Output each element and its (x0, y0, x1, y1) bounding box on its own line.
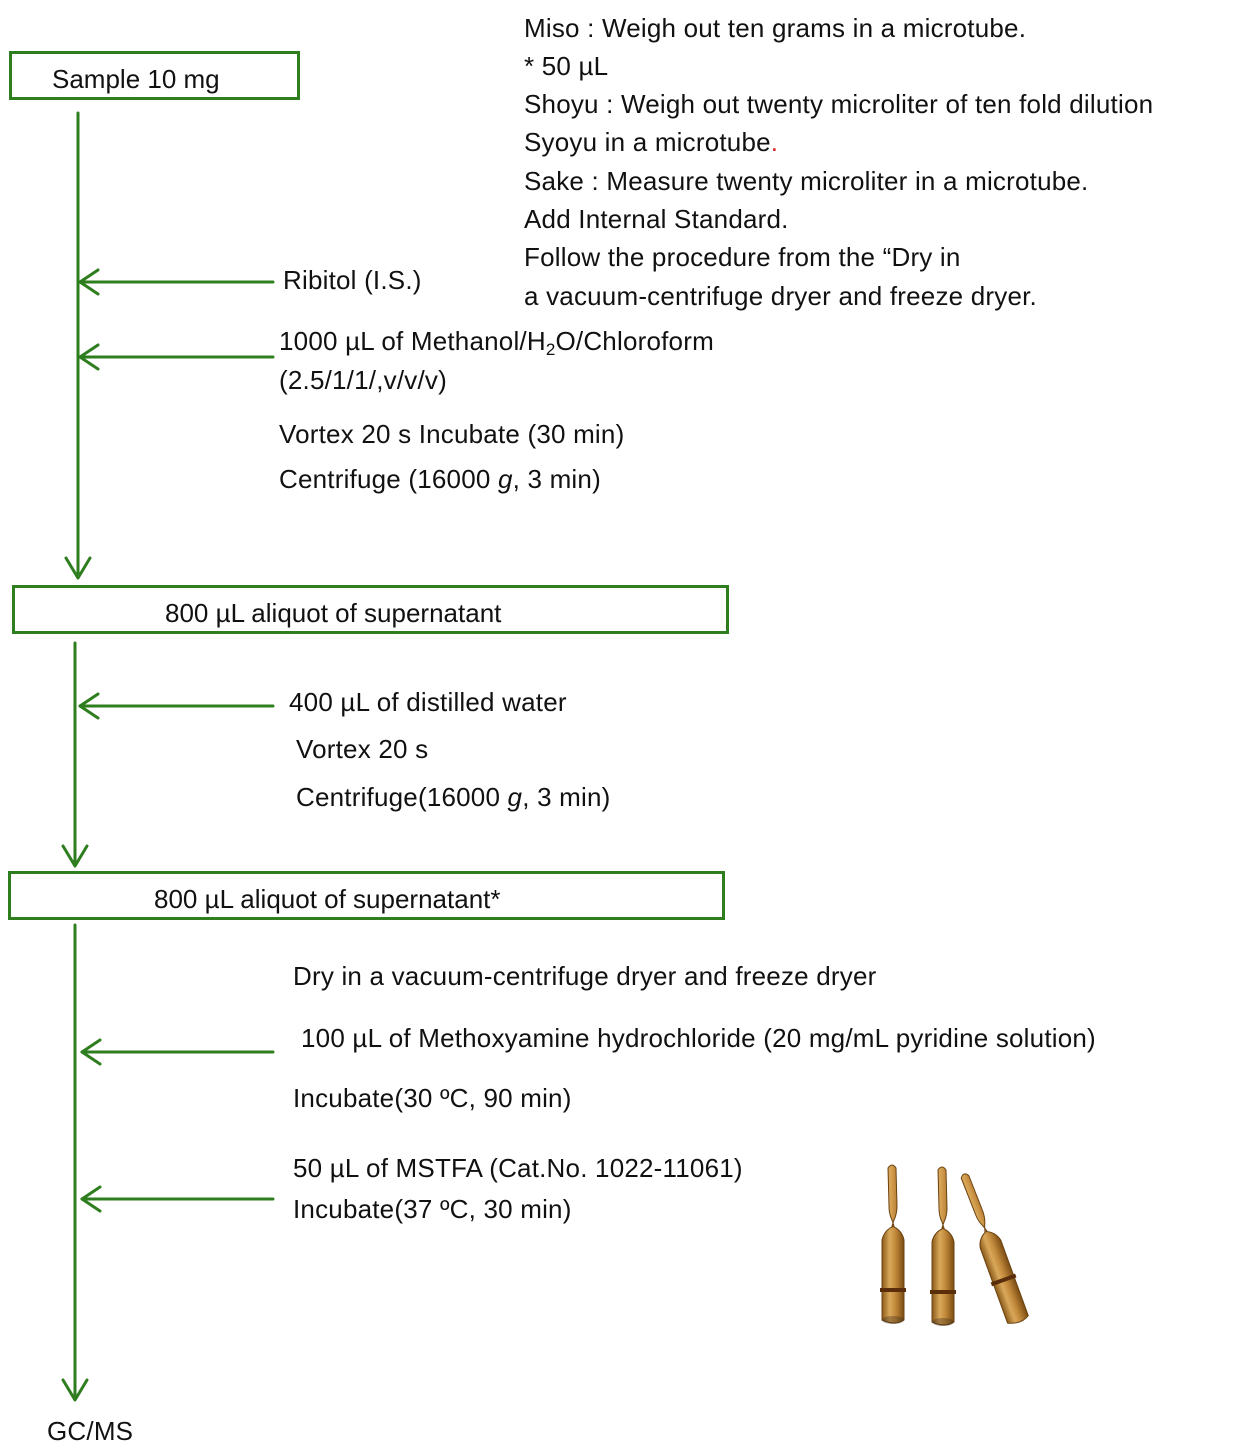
arrowhead-left-methoxy (80, 1038, 102, 1066)
step-methoxy: 100 µL of Methoxyamine hydrochloride (20… (301, 1023, 1096, 1053)
note-add-is: Add Internal Standard. (524, 204, 789, 234)
step-mstfa: 50 µL of MSTFA (Cat.No. 1022-11061) (293, 1153, 743, 1183)
arrowhead-down-3 (61, 1378, 89, 1402)
step-solvent-suffix: O/Chloroform (555, 326, 714, 356)
arrowhead-left-ribitol (78, 268, 100, 296)
step-solvent-prefix: 1000 µL of Methanol/H (279, 326, 546, 356)
ampoule-1 (880, 1164, 906, 1324)
step-solvent: 1000 µL of Methanol/H2O/Chloroform (279, 325, 714, 359)
step-incubate-2: Incubate(37 ºC, 30 min) (293, 1194, 572, 1224)
step-incubate-1: Incubate(30 ºC, 90 min) (293, 1083, 572, 1113)
note-asterisk: * 50 µL (524, 51, 609, 81)
step-water: 400 µL of distilled water (289, 687, 567, 717)
supernatant-box-2-label: 800 µL aliquot of supernatant* (154, 884, 501, 914)
note-shoyu: Shoyu : Weigh out twenty microliter of t… (524, 89, 1154, 119)
step-centrifuge-1-g: g (497, 464, 513, 494)
note-miso: Miso : Weigh out ten grams in a microtub… (524, 13, 1027, 43)
step-ribitol: Ribitol (I.S.) (283, 265, 422, 295)
step-centrifuge-1-pre: Centrifuge (16000 (279, 464, 498, 494)
supernatant-box-1-label: 800 µL aliquot of supernatant (165, 598, 502, 628)
step-vortex-2: Vortex 20 s (296, 734, 429, 764)
start-box: Sample 10 mg (9, 51, 300, 100)
note-syoyu: Syoyu in a microtube. (524, 126, 778, 158)
note-follow-1: Follow the procedure from the “Dry in (524, 242, 961, 272)
arrowhead-down-2 (61, 844, 89, 868)
step-ratio: (2.5/1/1/,v/v/v) (279, 365, 447, 395)
note-syoyu-dot: . (770, 127, 779, 157)
ampoule-3 (960, 1173, 1029, 1324)
end-label-gcms: GC/MS (47, 1416, 134, 1446)
arrowhead-down-1 (64, 556, 92, 580)
step-centrifuge-2-post: , 3 min) (522, 782, 611, 812)
arrowhead-left-mstfa (80, 1185, 102, 1213)
step-dry: Dry in a vacuum-centrifuge dryer and fre… (293, 961, 877, 991)
ampoules-image (880, 1164, 1029, 1326)
step-centrifuge-2: Centrifuge(16000 g, 3 min) (296, 781, 611, 813)
arrowhead-left-solvent (78, 343, 100, 371)
step-centrifuge-2-g: g (507, 782, 523, 812)
note-sake: Sake : Measure twenty microliter in a mi… (524, 166, 1089, 196)
arrowhead-left-water (78, 692, 100, 720)
note-syoyu-text: Syoyu in a microtube (524, 127, 771, 157)
supernatant-box-1: 800 µL aliquot of supernatant (12, 585, 729, 634)
note-follow-2: a vacuum-centrifuge dryer and freeze dry… (524, 281, 1037, 311)
ampoule-2 (930, 1166, 956, 1326)
start-box-label: Sample 10 mg (52, 64, 220, 94)
step-centrifuge-1: Centrifuge (16000 g, 3 min) (279, 463, 601, 495)
step-solvent-sub: 2 (545, 340, 556, 359)
step-centrifuge-1-post: , 3 min) (512, 464, 601, 494)
supernatant-box-2: 800 µL aliquot of supernatant* (8, 871, 725, 920)
step-centrifuge-2-pre: Centrifuge(16000 (296, 782, 508, 812)
step-vortex-incubate: Vortex 20 s Incubate (30 min) (279, 419, 625, 449)
